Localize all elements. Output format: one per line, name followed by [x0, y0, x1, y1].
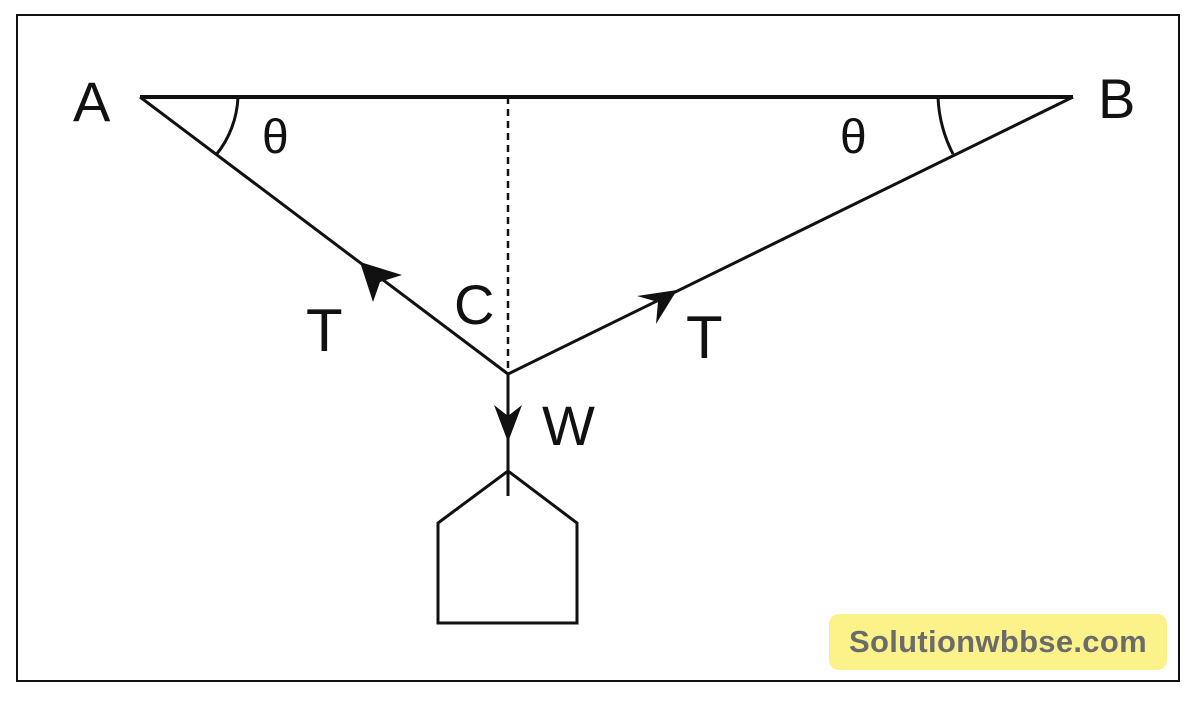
label-point-b: B [1098, 67, 1135, 130]
angle-arc-right [936, 96, 955, 155]
hanging-weight [436, 469, 579, 625]
label-weight: W [542, 394, 595, 457]
right-string [507, 95, 1074, 376]
label-angle-left: θ [262, 111, 289, 164]
watermark-text: Solutionwbbse.com [849, 624, 1147, 659]
left-string [139, 95, 509, 376]
label-point-c: C [454, 273, 494, 336]
label-tension-left: T [306, 297, 343, 364]
label-point-a: A [73, 70, 111, 133]
angle-arc-left [214, 96, 240, 156]
weight-arrow [494, 405, 522, 442]
label-angle-right: θ [840, 111, 867, 164]
tension-arrow-left [360, 262, 402, 302]
watermark-badge: Solutionwbbse.com [829, 614, 1167, 670]
tension-arrow-right [637, 290, 677, 324]
diagram-frame [16, 14, 1180, 682]
label-tension-right: T [686, 304, 723, 371]
